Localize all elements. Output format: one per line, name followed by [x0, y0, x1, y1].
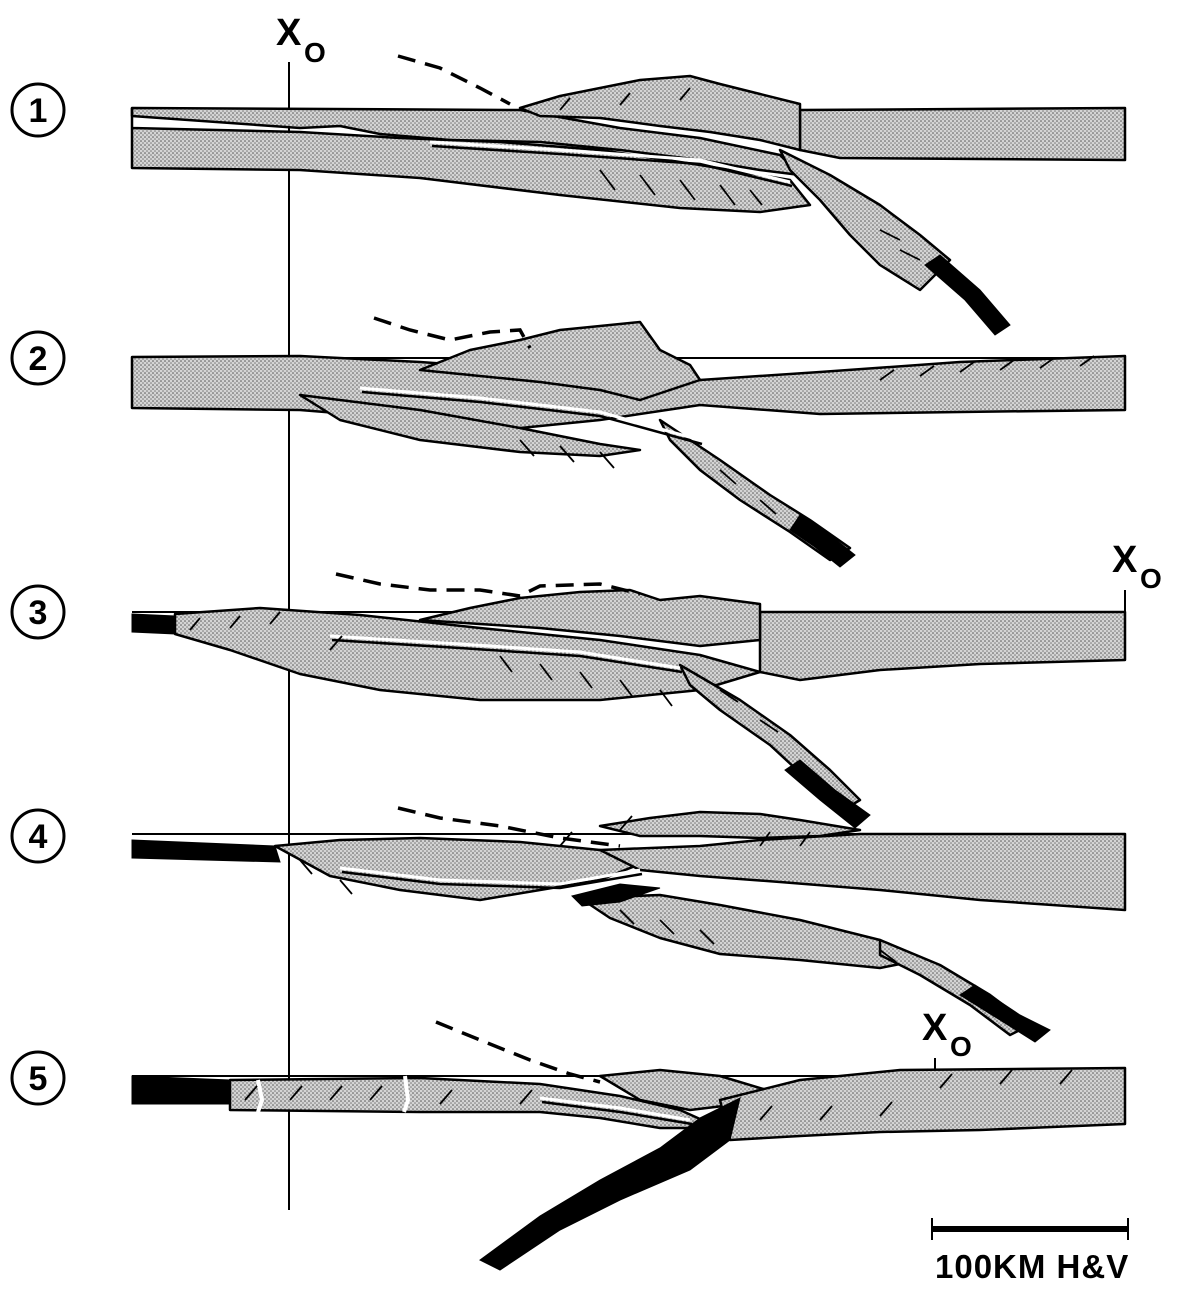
stage-1-section: 1 — [12, 56, 1125, 335]
x0-x-letter: X — [276, 12, 302, 54]
stage-4-number: 4 — [29, 818, 48, 856]
x0-subscript: O — [950, 1031, 972, 1062]
stage-2-section: 2 — [12, 318, 1125, 567]
scale-bar: 100KM H&V — [932, 1218, 1129, 1285]
x0-marker-stage-5: X O — [922, 1007, 972, 1076]
stage-3-section: 3 X O — [12, 539, 1162, 828]
x0-subscript: O — [1140, 563, 1162, 594]
stage-3-number: 3 — [29, 594, 48, 632]
x0-x-letter: X — [922, 1007, 948, 1049]
x0-marker-stage-3: X O — [1112, 539, 1162, 612]
stage-1-number: 1 — [29, 92, 48, 130]
stage-5-number: 5 — [29, 1060, 48, 1098]
scale-bar-label: 100KM H&V — [935, 1248, 1129, 1285]
x0-x-letter: X — [1112, 539, 1138, 581]
stage-4-section: 4 — [12, 808, 1125, 1042]
x0-marker-top: X O — [276, 12, 326, 68]
stage-2-number: 2 — [29, 340, 48, 378]
x0-subscript: O — [304, 37, 326, 68]
